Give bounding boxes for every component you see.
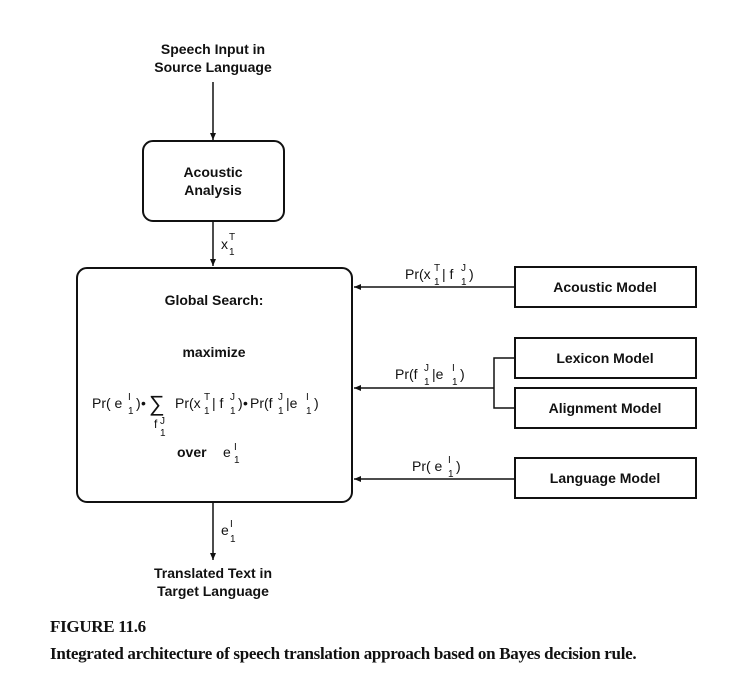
language-model-label: Language Model bbox=[550, 470, 660, 486]
figure-caption: Integrated architecture of speech transl… bbox=[50, 644, 637, 663]
edge-label-x: x 1 T bbox=[221, 232, 235, 258]
svg-text:J: J bbox=[230, 392, 235, 403]
svg-text:| f: | f bbox=[442, 266, 454, 282]
over-label: over bbox=[177, 444, 207, 460]
svg-text:•: • bbox=[141, 395, 146, 411]
global-search-title: Global Search: bbox=[165, 292, 264, 308]
svg-text:J: J bbox=[424, 363, 429, 374]
svg-text:Pr( e: Pr( e bbox=[412, 458, 443, 474]
svg-text:1: 1 bbox=[424, 377, 430, 388]
svg-text:): ) bbox=[469, 266, 474, 282]
svg-text:1: 1 bbox=[452, 377, 458, 388]
svg-text:): ) bbox=[314, 395, 319, 411]
svg-text:T: T bbox=[434, 263, 440, 274]
svg-text:1: 1 bbox=[230, 534, 236, 545]
input-label-line1: Speech Input in bbox=[161, 41, 265, 57]
svg-text:I: I bbox=[452, 363, 455, 374]
acoustic-analysis-line2: Analysis bbox=[184, 182, 242, 198]
svg-text:I: I bbox=[234, 442, 237, 453]
svg-text:1: 1 bbox=[461, 277, 467, 288]
svg-text:|e: |e bbox=[432, 366, 444, 382]
svg-text:Pr(f: Pr(f bbox=[250, 395, 273, 411]
svg-text:): ) bbox=[136, 395, 141, 411]
input-label-line2: Source Language bbox=[154, 59, 272, 75]
svg-text:1: 1 bbox=[128, 406, 134, 417]
svg-text:): ) bbox=[238, 395, 243, 411]
svg-text:Pr( e: Pr( e bbox=[92, 395, 123, 411]
acoustic-model-label: Acoustic Model bbox=[553, 279, 656, 295]
edge-label-acoustic: Pr(x 1 T | f 1 J ) bbox=[405, 263, 474, 288]
svg-text:T: T bbox=[229, 232, 235, 243]
alignment-model-label: Alignment Model bbox=[549, 400, 662, 416]
svg-text:I: I bbox=[128, 392, 131, 403]
svg-text:J: J bbox=[461, 263, 466, 274]
svg-text:1: 1 bbox=[306, 406, 312, 417]
svg-text:J: J bbox=[278, 392, 283, 403]
over-variable: e 1 I bbox=[223, 442, 240, 466]
svg-text:Pr(x: Pr(x bbox=[175, 395, 201, 411]
bracket-lexicon-alignment bbox=[493, 357, 515, 409]
lexicon-model-label: Lexicon Model bbox=[556, 350, 653, 366]
svg-text:): ) bbox=[460, 366, 465, 382]
svg-text:): ) bbox=[456, 458, 461, 474]
edge-label-language: Pr( e 1 I ) bbox=[412, 455, 461, 480]
svg-text:| f: | f bbox=[212, 395, 224, 411]
svg-text:e: e bbox=[223, 444, 231, 460]
output-label-line2: Target Language bbox=[157, 583, 269, 599]
language-model-box bbox=[514, 457, 697, 499]
svg-text:J: J bbox=[160, 416, 165, 427]
svg-text:I: I bbox=[306, 392, 309, 403]
svg-text:1: 1 bbox=[229, 247, 235, 258]
svg-text:I: I bbox=[230, 519, 233, 530]
edge-label-e: e 1 I bbox=[221, 519, 236, 545]
maximize-label: maximize bbox=[182, 344, 245, 360]
edge-label-lexicon: Pr(f 1 J |e 1 I ) bbox=[395, 363, 465, 388]
acoustic-model-box bbox=[514, 266, 697, 308]
svg-text:|e: |e bbox=[286, 395, 298, 411]
figure-title: FIGURE 11.6 bbox=[50, 617, 146, 636]
svg-text:•: • bbox=[243, 395, 248, 411]
acoustic-analysis-line1: Acoustic bbox=[183, 164, 242, 180]
output-label-line1: Translated Text in bbox=[154, 565, 272, 581]
lexicon-model-box bbox=[514, 337, 697, 379]
svg-text:1: 1 bbox=[278, 406, 284, 417]
svg-text:f: f bbox=[154, 417, 158, 431]
svg-text:1: 1 bbox=[448, 469, 454, 480]
acoustic-analysis-box bbox=[142, 140, 285, 222]
svg-text:1: 1 bbox=[160, 428, 166, 439]
svg-text:x: x bbox=[221, 236, 228, 252]
svg-text:1: 1 bbox=[434, 277, 440, 288]
sum-symbol: ∑ bbox=[149, 391, 165, 416]
global-search-box bbox=[76, 267, 353, 503]
svg-text:e: e bbox=[221, 522, 229, 538]
svg-text:T: T bbox=[204, 392, 210, 403]
svg-text:I: I bbox=[448, 455, 451, 466]
formula: Pr( e 1 I ) • ∑ f 1 J Pr(x 1 T | f 1 J )… bbox=[92, 391, 319, 439]
svg-text:Pr(f: Pr(f bbox=[395, 366, 418, 382]
svg-text:1: 1 bbox=[230, 406, 236, 417]
alignment-model-box bbox=[514, 387, 697, 429]
svg-text:1: 1 bbox=[204, 406, 210, 417]
svg-text:1: 1 bbox=[234, 455, 240, 466]
svg-text:Pr(x: Pr(x bbox=[405, 266, 431, 282]
